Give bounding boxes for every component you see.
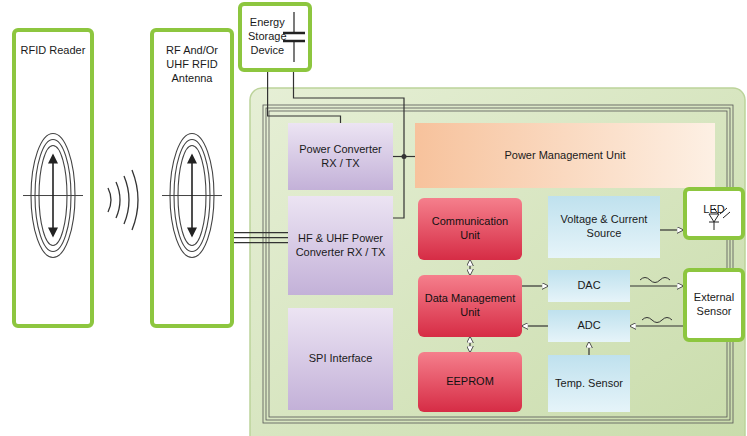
arrow-head	[187, 154, 197, 164]
diode-symbol	[709, 214, 719, 222]
node-label: Power Management Unit	[504, 149, 625, 163]
arrow-head	[187, 228, 197, 238]
pmu-box: Power Management Unit	[415, 123, 715, 188]
connector	[522, 325, 548, 326]
coil-winding	[178, 146, 206, 246]
radio-waves	[108, 170, 138, 230]
connector	[630, 325, 683, 326]
node-label: Communication Unit	[422, 215, 518, 243]
sensor-box: Temp. Sensor	[548, 355, 630, 412]
storage-box: Energy Storage Device	[238, 2, 312, 72]
connector	[469, 337, 470, 352]
feed-line	[234, 242, 288, 243]
coil-axis	[162, 195, 222, 196]
unit-box: Data Management Unit	[418, 275, 522, 337]
connector	[660, 229, 683, 230]
node-label: EEPROM	[446, 375, 494, 389]
converter-box: ADC	[548, 310, 630, 342]
coil-winding	[174, 140, 210, 252]
radio-wave	[116, 182, 120, 218]
node-label: Voltage & Current Source	[552, 213, 656, 241]
converter-box: DAC	[548, 270, 630, 302]
coil-winding	[35, 140, 71, 252]
node-label: Energy Storage Device	[248, 16, 287, 57]
connector	[234, 237, 288, 238]
feed-line	[234, 232, 288, 233]
node-label: External Sensor	[691, 291, 737, 319]
led-box: LED	[683, 187, 745, 240]
node-label: RF And/Or UHF RFID Antenna	[158, 44, 226, 85]
converter-box: HF & UHF Power Converter RX / TX	[288, 196, 393, 295]
junction-dot	[402, 154, 407, 159]
antenna-box: RF And/Or UHF RFID Antenna	[150, 28, 234, 328]
radio-wave	[108, 188, 111, 212]
capacitor-lead	[293, 41, 294, 62]
node-label: ADC	[577, 319, 600, 333]
capacitor-lead	[293, 12, 294, 33]
field-arrow	[191, 156, 193, 236]
interface-box: SPI Interface	[288, 308, 393, 410]
connector	[522, 285, 548, 286]
coil-winding	[31, 134, 75, 258]
arrow-head	[48, 228, 58, 238]
field-arrow	[52, 156, 54, 236]
coil-winding	[170, 134, 214, 258]
connector	[588, 342, 589, 355]
coil-winding	[39, 146, 67, 246]
signal-waves	[640, 278, 672, 323]
connector	[630, 285, 683, 286]
node-label: HF & UHF Power Converter RX / TX	[292, 232, 389, 260]
node-label: Data Management Unit	[422, 292, 518, 320]
node-label: Power Converter RX / TX	[292, 143, 389, 171]
node-label: Temp. Sensor	[555, 377, 623, 391]
diode-lead	[714, 222, 715, 230]
connector	[469, 260, 470, 275]
radio-wave	[132, 170, 138, 230]
converter-box: Power Converter RX / TX	[288, 123, 393, 190]
coil-axis	[23, 195, 83, 196]
unit-box: Communication Unit	[418, 198, 522, 260]
sine-wave	[640, 278, 670, 283]
coil-illustration	[16, 32, 90, 324]
chip-border	[266, 108, 730, 420]
sine-wave	[642, 318, 672, 323]
arrow-head	[48, 154, 58, 164]
node-label: LED	[703, 203, 724, 217]
chip-panel	[250, 88, 745, 436]
memory-box: EEPROM	[418, 352, 522, 412]
radio-wave	[124, 176, 129, 224]
sensor-box: External Sensor	[683, 268, 745, 342]
source-box: Voltage & Current Source	[548, 196, 660, 258]
diode-bar	[709, 222, 719, 223]
reader-box: RFID Reader	[12, 28, 94, 328]
chip-border	[269, 111, 727, 417]
node-label: DAC	[577, 279, 600, 293]
node-label: RFID Reader	[21, 44, 86, 58]
node-label: SPI Interface	[309, 352, 373, 366]
chip-border	[263, 105, 733, 423]
